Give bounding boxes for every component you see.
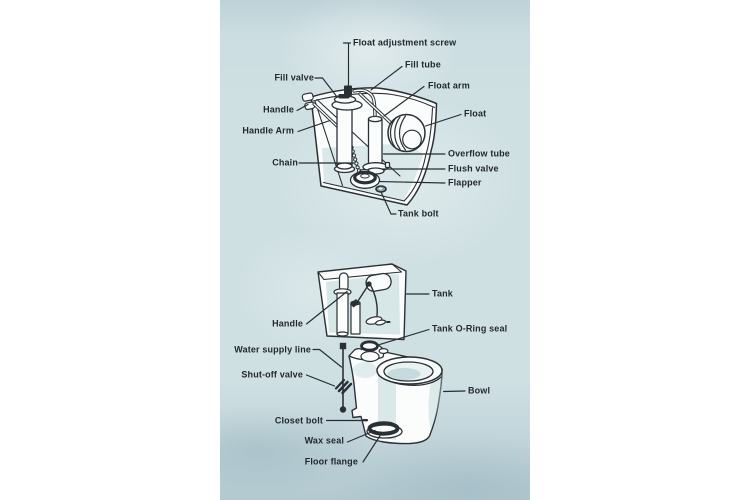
label-float-adjustment-screw: Float adjustment screw <box>353 37 457 48</box>
label-fill-tube: Fill tube <box>405 59 441 70</box>
tank-bolt-part <box>375 185 387 193</box>
leader-handle-top <box>296 103 309 112</box>
watercolor-panel: Float adjustment screw Fill tube Fill va… <box>220 0 530 500</box>
label-water-supply-line: Water supply line <box>234 344 311 355</box>
leader-handle-arm <box>297 119 331 133</box>
label-handle-arm: Handle Arm <box>242 125 294 136</box>
label-flapper: Flapper <box>448 177 482 188</box>
toilet-illustration <box>317 263 443 445</box>
leader-float-arm <box>383 85 425 117</box>
leader-lines <box>296 42 466 463</box>
leader-tank-bolt <box>380 192 397 215</box>
fill-tube-part <box>352 88 377 120</box>
leader-fill-valve <box>314 77 337 97</box>
tank-internals-part <box>333 272 392 337</box>
label-tank-o-ring-seal: Tank O-Ring seal <box>432 323 508 334</box>
flapper-part <box>349 168 381 189</box>
label-tank: Tank <box>432 288 453 299</box>
handle-part <box>301 92 316 111</box>
leader-water-supply-line <box>312 348 343 368</box>
closet-bolt-part <box>362 419 368 422</box>
leader-flapper <box>379 180 446 184</box>
leader-shut-off-valve <box>305 374 336 387</box>
leader-handle-bottom <box>305 290 348 325</box>
label-floor-flange: Floor flange <box>304 456 358 467</box>
tank-part <box>317 263 407 341</box>
tank-o-ring-part <box>360 340 379 352</box>
wax-seal-part <box>367 421 400 436</box>
fill-valve-part <box>331 85 363 174</box>
float-part <box>387 113 426 153</box>
leader-fill-tube <box>370 65 403 91</box>
bowl-rim-part <box>376 356 443 385</box>
label-handle-top: Handle <box>263 104 294 115</box>
tank-cutaway-illustration <box>301 85 438 206</box>
leader-bowl <box>442 390 466 393</box>
leader-tank-o-ring <box>377 328 430 346</box>
label-handle-bottom: Handle <box>272 318 303 329</box>
leader-wax-seal <box>346 429 376 443</box>
leader-float <box>424 113 462 127</box>
toilet-diagram-artwork <box>296 42 466 463</box>
label-chain: Chain <box>272 157 298 168</box>
label-float: Float <box>464 108 487 119</box>
label-fill-valve: Fill valve <box>274 72 314 83</box>
label-bowl: Bowl <box>468 385 491 396</box>
water-supply-line-part <box>334 342 353 413</box>
overflow-tube-part <box>362 115 391 175</box>
float-arm-part <box>358 92 394 126</box>
label-closet-bolt: Closet bolt <box>274 415 323 426</box>
label-float-arm: Float arm <box>428 80 470 91</box>
leader-float-adjustment-screw <box>342 42 352 91</box>
label-overflow-tube: Overflow tube <box>448 148 510 159</box>
label-flush-valve: Flush valve <box>448 163 499 174</box>
label-wax-seal: Wax seal <box>304 435 344 446</box>
label-tank-bolt: Tank bolt <box>398 208 439 219</box>
leader-floor-flange <box>362 432 383 463</box>
label-shut-off-valve: Shut-off valve <box>241 369 303 380</box>
